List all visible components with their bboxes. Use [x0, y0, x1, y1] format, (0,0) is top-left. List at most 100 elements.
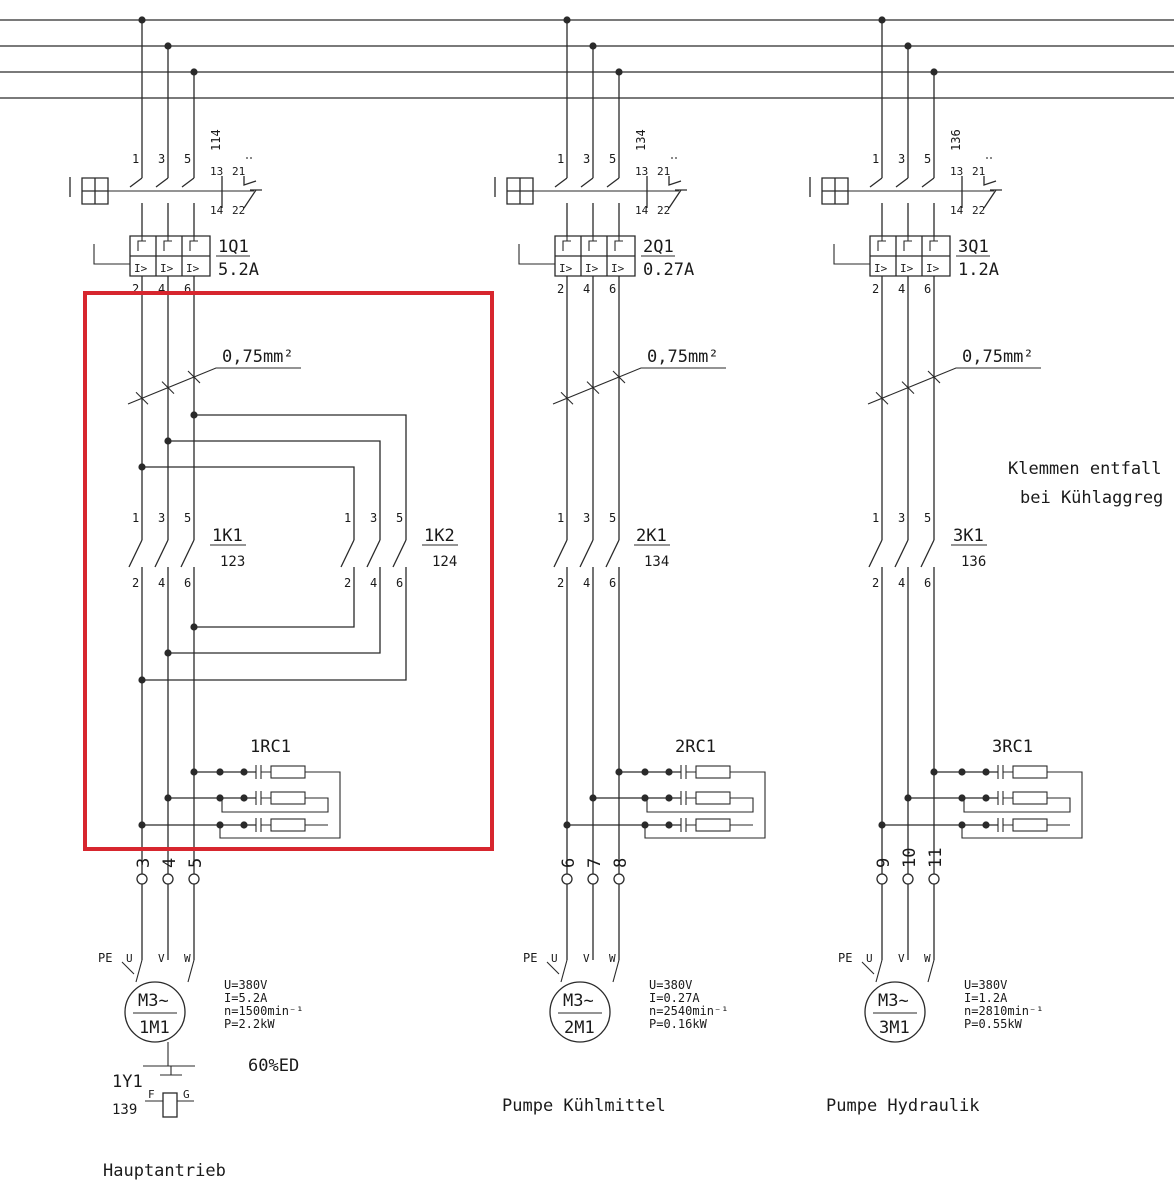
brake-ref: 139 — [112, 1102, 137, 1118]
rc-node-dot — [216, 794, 224, 802]
aux-terminal: 13 — [950, 165, 963, 178]
aux-terminal: 22 — [972, 204, 985, 217]
breaker-terminal-top: 1 — [557, 152, 564, 166]
breaker-ref-number: 114 — [209, 129, 223, 151]
breaker-contact — [869, 177, 883, 236]
bus-junction-dot — [930, 68, 938, 76]
breaker-ref-number: 136 — [949, 129, 963, 151]
motor-spec: U=380V — [964, 978, 1007, 992]
junction-dot — [138, 676, 146, 684]
motor-phase-label: W — [184, 952, 191, 965]
contactor-terminal-bottom: 2 — [557, 576, 564, 590]
rc-node-dot — [665, 794, 673, 802]
drive-caption: Hauptantrieb — [103, 1161, 226, 1181]
terminal-number: 10 — [900, 848, 920, 868]
breaker-terminal-top: 3 — [583, 152, 590, 166]
contactor-contact — [366, 539, 381, 568]
contactor-terminal-bottom: 2 — [132, 576, 139, 590]
bus-junction-dot — [138, 16, 146, 24]
contactor-terminal-top: 5 — [396, 511, 403, 525]
junction-dot — [138, 463, 146, 471]
thermal-trip — [588, 236, 597, 251]
breaker-terminal-bottom: 4 — [898, 282, 905, 296]
breaker-terminal-top: 3 — [898, 152, 905, 166]
cable-leader — [867, 367, 1041, 405]
magnetic-trip-label: I> — [900, 262, 914, 275]
thermal-trip — [877, 236, 886, 251]
contactor-terminal-bottom: 6 — [924, 576, 931, 590]
junction-dot — [190, 411, 198, 419]
junction-dot — [164, 649, 172, 657]
trip-linkage — [93, 244, 130, 265]
aux-terminal: 13 — [635, 165, 648, 178]
breaker-contact — [155, 177, 169, 236]
brake-coil — [162, 1092, 178, 1118]
rc-resistor — [1012, 791, 1048, 805]
rc-node-dot — [216, 821, 224, 829]
breaker-id: 3Q1 — [958, 237, 989, 257]
breaker-terminal-bottom: 6 — [609, 282, 616, 296]
contactor-contact — [340, 539, 355, 568]
contactor-terminal-bottom: 4 — [583, 576, 590, 590]
rc-tap-dot — [190, 768, 198, 776]
motor-spec: I=1.2A — [964, 991, 1008, 1005]
magnetic-trip-label: I> — [160, 262, 174, 275]
aux-marker — [986, 157, 992, 159]
magnetic-trip-label: I> — [186, 262, 200, 275]
breaker-terminal-bottom: 6 — [924, 282, 931, 296]
bus-junction-dot — [904, 42, 912, 50]
rc-node-dot — [958, 821, 966, 829]
bus-junction-dot — [878, 16, 886, 24]
reverse-return — [142, 567, 407, 681]
breaker-contact — [129, 177, 143, 236]
contactor-contact — [128, 539, 143, 568]
breaker-rating: 0.27A — [643, 260, 694, 280]
brake-duty: 60%ED — [248, 1056, 299, 1076]
brake-terminal: G — [183, 1088, 190, 1101]
breaker-terminal-bottom: 6 — [184, 282, 191, 296]
aux-terminal: 14 — [635, 204, 649, 217]
rc-id: 3RC1 — [992, 737, 1033, 757]
rc-resistor — [695, 791, 731, 805]
contactor-contact — [553, 539, 568, 568]
rc-node-dot — [665, 768, 673, 776]
cable-tick — [875, 391, 889, 405]
aux-terminal: 21 — [232, 165, 245, 178]
motor-phase-label: U — [866, 952, 873, 965]
breaker-actuator — [494, 177, 534, 205]
rc-resistor — [695, 818, 731, 832]
cable-size-label: 0,75mm² — [962, 347, 1034, 367]
contactor-id: 1K1 — [212, 526, 243, 546]
terminal-circle — [188, 873, 200, 885]
terminal-circle — [136, 873, 148, 885]
breaker-terminal-top: 5 — [184, 152, 191, 166]
contactor-terminal-bottom: 4 — [898, 576, 905, 590]
terminal-number: 7 — [585, 858, 605, 868]
rc-tap-dot — [138, 821, 146, 829]
rc-capacitor — [680, 818, 696, 832]
rc-id: 2RC1 — [675, 737, 716, 757]
motor-id: 3M1 — [879, 1018, 910, 1038]
rc-resistor — [270, 765, 306, 779]
protection-block — [554, 235, 636, 277]
motor-spec: n=1500min⁻¹ — [224, 1004, 303, 1018]
junction-dot — [190, 623, 198, 631]
aux-marker — [671, 157, 677, 159]
rc-tap-dot — [164, 794, 172, 802]
rc-return — [961, 771, 1083, 839]
aux-terminal: 21 — [657, 165, 670, 178]
cable-size-label: 0,75mm² — [647, 347, 719, 367]
cable-leader — [552, 367, 726, 405]
thermal-trip — [189, 236, 198, 251]
motor-connection — [546, 959, 620, 983]
contactor-ref: 124 — [432, 554, 457, 570]
rc-id: 1RC1 — [250, 737, 291, 757]
contactor-terminal-top: 1 — [872, 511, 879, 525]
terminal-number: 6 — [559, 858, 579, 868]
breaker-terminal-bottom: 2 — [872, 282, 879, 296]
contactor-contact — [894, 539, 909, 568]
motor-spec: P=0.55kW — [964, 1017, 1023, 1031]
terminal-number: 3 — [134, 858, 154, 868]
breaker-terminal-top: 3 — [158, 152, 165, 166]
motor-spec: P=2.2kW — [224, 1017, 275, 1031]
